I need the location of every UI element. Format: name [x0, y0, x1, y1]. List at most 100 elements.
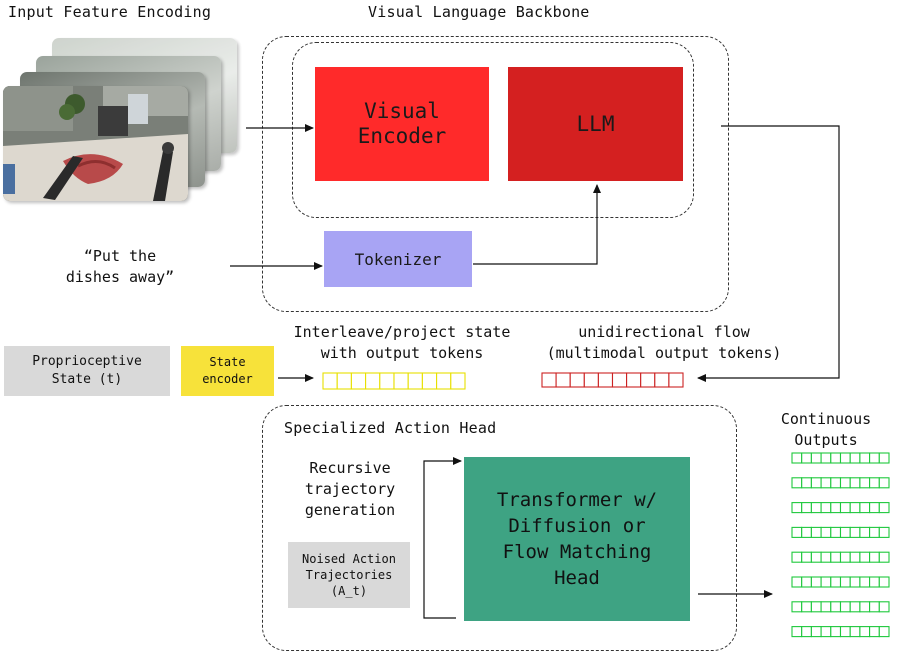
continuous-outputs-label: Continuous Outputs	[780, 410, 872, 449]
continuous-output-token	[820, 477, 832, 489]
camera-frame-front	[3, 86, 188, 201]
visual-encoder-label: Visual Encoder	[357, 99, 447, 148]
visual-encoder-box: Visual Encoder	[315, 67, 489, 181]
continuous-output-token	[791, 601, 803, 613]
continuous-output-token	[830, 576, 842, 588]
proprioceptive-state-box: Proprioceptive State (t)	[4, 346, 170, 396]
proprioceptive-state-label: Proprioceptive State (t)	[32, 354, 142, 387]
continuous-output-token	[801, 626, 812, 638]
continuous-output-token	[820, 526, 832, 538]
continuous-output-token	[869, 502, 880, 514]
continuous-output-token	[849, 626, 861, 638]
continuous-output-token	[830, 502, 842, 514]
state-encoder-label: State encoder	[202, 355, 253, 386]
continuous-output-token	[801, 452, 812, 464]
continuous-output-token	[869, 477, 880, 489]
continuous-output-token	[810, 502, 822, 514]
continuous-output-token	[869, 452, 880, 464]
continuous-output-token	[859, 576, 871, 588]
state-token	[322, 372, 338, 390]
continuous-output-token	[839, 526, 851, 538]
continuous-output-token	[791, 626, 803, 638]
continuous-output-token	[830, 551, 842, 563]
continuous-output-token	[791, 477, 803, 489]
noised-action-trajectories-label: Noised Action Trajectories (A_t)	[302, 552, 396, 598]
transformer-head-box: Transformer w/ Diffusion or Flow Matchin…	[464, 457, 690, 621]
output-token	[611, 372, 628, 388]
continuous-output-token	[878, 502, 890, 514]
continuous-output-token	[839, 576, 851, 588]
interleave-label: Interleave/project state with output tok…	[293, 323, 511, 362]
continuous-output-token	[878, 452, 890, 464]
continuous-output-token	[849, 601, 861, 613]
tokenizer-label: Tokenizer	[354, 249, 442, 269]
noised-action-trajectories-box: Noised Action Trajectories (A_t)	[288, 542, 410, 608]
continuous-output-token	[859, 626, 871, 638]
continuous-output-token	[830, 626, 842, 638]
state-token	[421, 372, 438, 390]
continuous-output-token	[839, 502, 851, 514]
unidirectional-flow-label: unidirectional flow (multimodal output t…	[546, 323, 782, 362]
continuous-output-token	[869, 576, 880, 588]
continuous-output-token	[810, 626, 822, 638]
state-token	[379, 372, 395, 390]
continuous-output-token	[878, 551, 890, 563]
continuous-output-token	[849, 576, 861, 588]
llm-box: LLM	[508, 67, 683, 181]
continuous-output-token	[839, 477, 851, 489]
state-token	[393, 372, 409, 390]
continuous-output-token	[859, 526, 871, 538]
continuous-output-token	[878, 601, 890, 613]
continuous-output-token	[849, 477, 861, 489]
state-token	[350, 372, 367, 390]
state-token	[365, 372, 381, 390]
continuous-output-token	[859, 477, 871, 489]
output-token-strip	[541, 372, 684, 388]
continuous-output-token	[830, 477, 842, 489]
continuous-output-token	[869, 601, 880, 613]
continuous-output-token	[859, 452, 871, 464]
continuous-output-token	[820, 452, 832, 464]
continuous-output-token	[801, 576, 812, 588]
state-token	[450, 372, 466, 390]
continuous-output-token	[878, 477, 890, 489]
output-token	[654, 372, 670, 388]
continuous-output-token	[820, 551, 832, 563]
arrow-tokenizer-to-llm	[473, 184, 601, 265]
action-head-container	[262, 405, 737, 651]
continuous-output-token	[820, 576, 832, 588]
output-token	[597, 372, 614, 388]
continuous-output-token	[859, 502, 871, 514]
state-token	[336, 372, 352, 390]
continuous-output-token	[791, 452, 803, 464]
continuous-output-token	[859, 551, 871, 563]
continuous-output-token	[791, 576, 803, 588]
output-token	[555, 372, 571, 388]
continuous-output-token	[859, 601, 871, 613]
continuous-output-token	[839, 601, 851, 613]
continuous-output-token	[820, 601, 832, 613]
vl-backbone-outer-container	[262, 36, 729, 312]
continuous-output-token	[878, 526, 890, 538]
state-token	[436, 372, 452, 390]
continuous-output-token	[839, 452, 851, 464]
continuous-output-token	[878, 576, 890, 588]
llm-label: LLM	[576, 112, 615, 136]
continuous-output-token	[830, 601, 842, 613]
input-feature-encoding-title: Input Feature Encoding	[8, 3, 212, 21]
transformer-head-label: Transformer w/ Diffusion or Flow Matchin…	[496, 489, 658, 589]
continuous-output-token	[849, 502, 861, 514]
continuous-output-token	[801, 551, 812, 563]
continuous-output-token	[801, 477, 812, 489]
output-token	[668, 372, 684, 388]
instruction-text: “Put the dishes away”	[65, 247, 175, 286]
continuous-output-token	[839, 551, 851, 563]
continuous-output-token	[810, 526, 822, 538]
continuous-output-token	[801, 601, 812, 613]
continuous-output-grid	[791, 452, 890, 638]
continuous-output-token	[849, 551, 861, 563]
continuous-output-token	[869, 526, 880, 538]
continuous-output-token	[820, 626, 832, 638]
output-token	[626, 372, 642, 388]
vl-backbone-title: Visual Language Backbone	[368, 3, 590, 21]
